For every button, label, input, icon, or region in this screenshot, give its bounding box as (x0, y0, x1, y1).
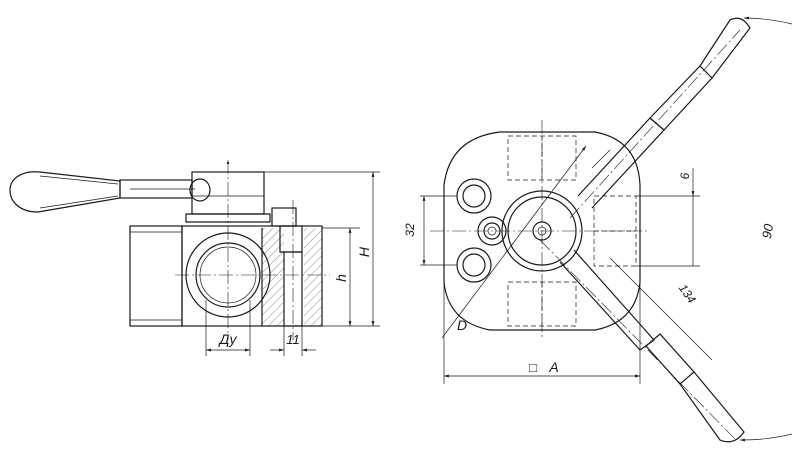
dim-dn: Ду (205, 300, 251, 356)
label-h: h (333, 274, 349, 282)
label-square: □ (529, 360, 537, 375)
label-dn: Ду (217, 331, 237, 347)
label-32: 32 (403, 223, 417, 237)
label-90: 90 (759, 222, 776, 240)
top-view: 90 134 6 32 D □ A (403, 16, 792, 443)
body-outline (443, 131, 641, 331)
side-view: H h Ду 11 (9, 160, 380, 356)
label-6: 6 (678, 172, 692, 179)
dim-32: 32 (403, 195, 457, 266)
label-134: 134 (676, 281, 699, 306)
dim-6: 6 (636, 168, 700, 267)
label-H: H (356, 246, 372, 257)
side-body (129, 200, 330, 340)
label-D: D (457, 317, 467, 333)
dim-11: 11 (270, 326, 316, 356)
label-A: A (548, 359, 558, 375)
dim-A: □ A (443, 282, 641, 384)
side-handle (9, 171, 211, 213)
dim-D: D (441, 145, 587, 339)
upper-handle (569, 17, 751, 219)
dim-h: h (322, 227, 360, 326)
dim-H: H (264, 171, 380, 327)
label-11: 11 (286, 332, 300, 347)
lower-handle (539, 239, 745, 443)
side-cap (185, 160, 271, 340)
